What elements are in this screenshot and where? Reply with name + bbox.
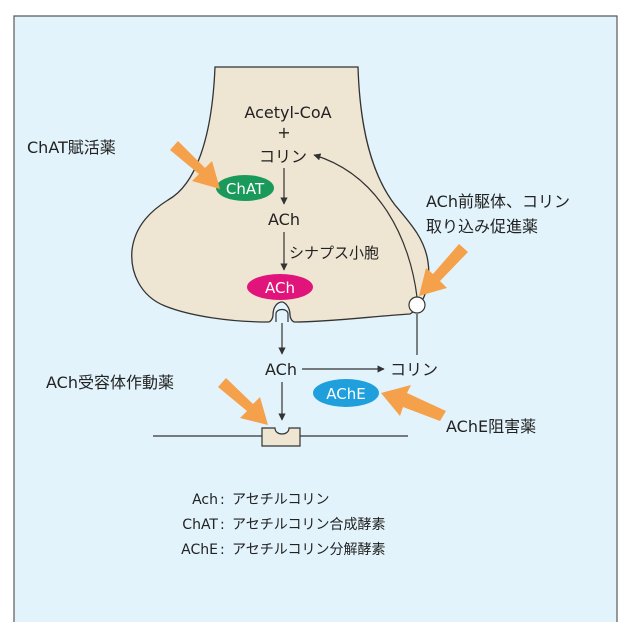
- legend-sep-ache: :: [220, 542, 225, 558]
- arrow-precursor-drug: [419, 244, 468, 296]
- legend: Ach : アセチルコリン ChAT : アセチルコリン合成酵素 AChE : …: [181, 492, 385, 558]
- ach-vesicle-label: ACh: [265, 279, 295, 297]
- ache-inhibitor-label: AChE阻害薬: [446, 417, 536, 436]
- chat-enzyme-label: ChAT: [226, 180, 265, 198]
- legend-abbr-ach: Ach: [192, 492, 218, 508]
- legend-abbr-ache: AChE: [181, 542, 218, 558]
- cleft-ach-label: ACh: [265, 360, 297, 379]
- ache-enzyme-oval: [313, 379, 379, 407]
- chat-activator-label: ChAT賦活薬: [27, 138, 116, 157]
- ach-vesicle-oval: [247, 274, 313, 300]
- nerve-terminal: [131, 66, 430, 323]
- legend-desc-ache: アセチルコリン分解酵素: [232, 542, 385, 558]
- ach-receptor: [261, 427, 301, 447]
- choline-transporter: [408, 296, 426, 314]
- arrow-receptor-agonist: [218, 378, 268, 425]
- release-site: [275, 308, 289, 322]
- legend-desc-chat: アセチルコリン合成酵素: [232, 517, 385, 533]
- diagram-frame: [13, 15, 618, 622]
- synaptic-vesicle-label: シナプス小胞: [289, 244, 379, 262]
- drug-arrows: [170, 141, 468, 425]
- chat-enzyme-oval: [216, 175, 274, 201]
- arrow-chat-activator: [170, 141, 220, 189]
- legend-abbr-chat: ChAT: [182, 517, 218, 533]
- acetyl-coa-label: Acetyl-CoA: [244, 103, 331, 122]
- reuptake-arrow-to-choline: [313, 153, 418, 298]
- precursor-drug-label-line1: ACh前駆体、コリン: [426, 192, 570, 211]
- legend-desc-ach: アセチルコリン: [232, 492, 329, 508]
- ache-enzyme-label: AChE: [326, 385, 365, 403]
- receptor-agonist-label: ACh受容体作動薬: [46, 373, 174, 392]
- cleft-choline-label: コリン: [390, 360, 438, 379]
- arrow-ache-inhibitor: [381, 385, 446, 421]
- plus-sign: +: [277, 123, 290, 142]
- legend-sep-ach: :: [220, 492, 225, 508]
- ach-label-mid: ACh: [268, 210, 300, 229]
- legend-sep-chat: :: [220, 517, 225, 533]
- precursor-drug-label-line2: 取り込み促進薬: [426, 217, 538, 236]
- choline-label-top: コリン: [259, 147, 307, 166]
